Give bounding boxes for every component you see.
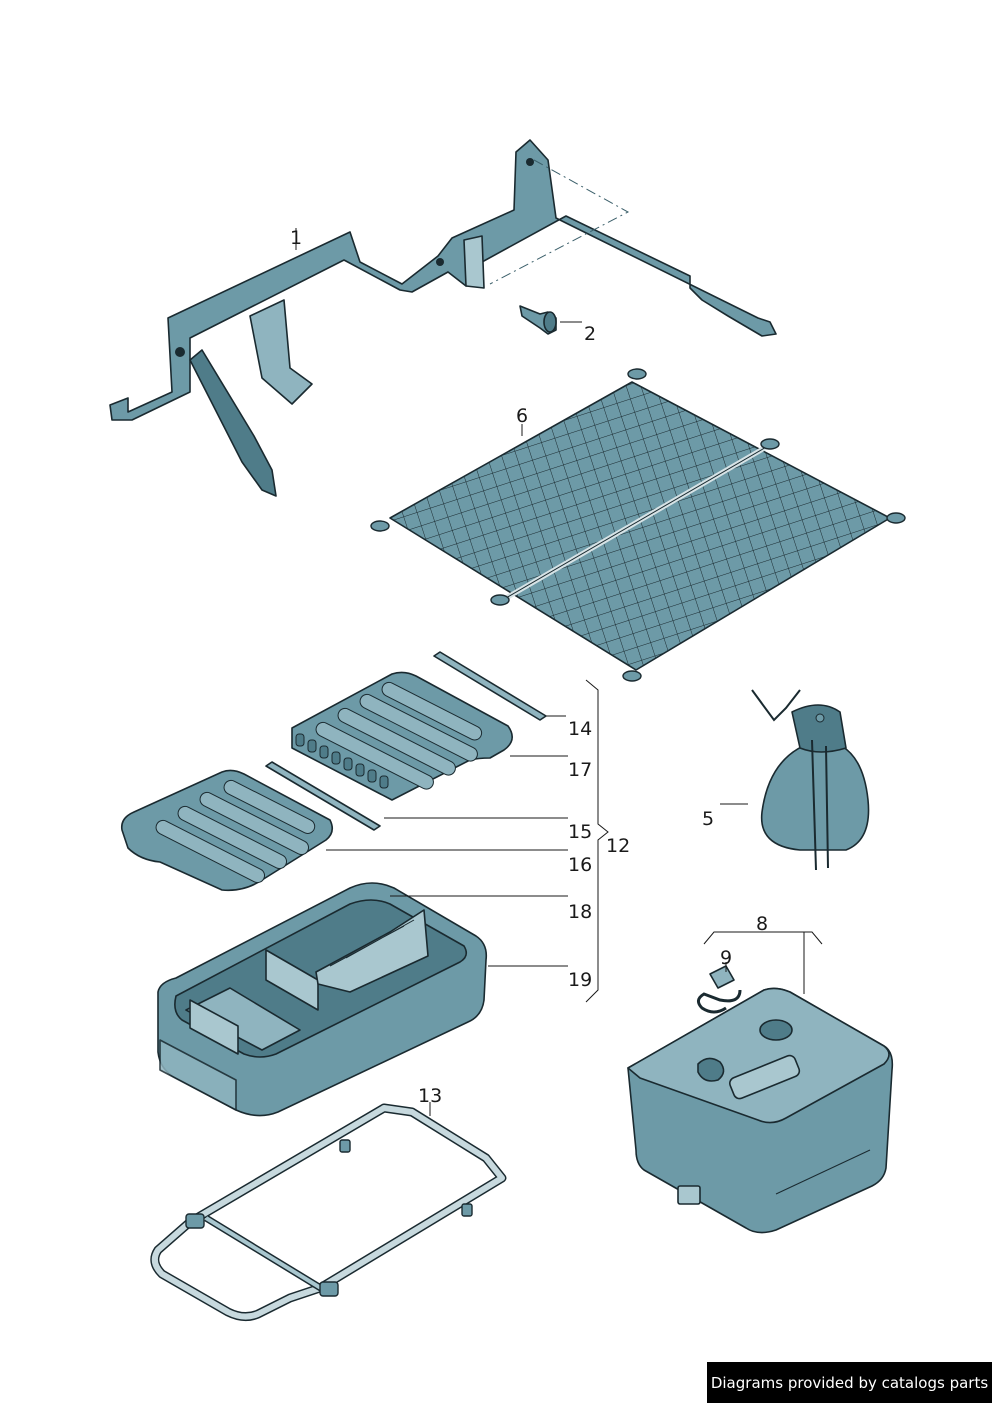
callout-8: 8	[756, 913, 768, 935]
part-18-insert	[315, 909, 429, 993]
part-13-frame	[150, 1103, 507, 1322]
callout-14: 14	[568, 718, 592, 740]
part-17-floor-plate	[291, 671, 513, 801]
callout-15: 15	[568, 821, 592, 843]
callout-2: 2	[584, 323, 596, 345]
callout-13: 13	[418, 1085, 442, 1107]
part-1-bracket	[109, 139, 777, 497]
callout-1: 1	[290, 227, 302, 249]
callout-6: 6	[516, 405, 528, 427]
callout-5: 5	[702, 808, 714, 830]
part-15-rod	[265, 761, 381, 831]
callout-labels: 1 2 5 6 8 9 12 13 14 15 16 17 18 19	[290, 227, 768, 1107]
leader-lines	[295, 228, 823, 1116]
part-8-cooler-box	[627, 987, 894, 1234]
callout-16: 16	[568, 854, 592, 876]
part-16-floor-plate	[120, 769, 334, 892]
part-6-cargo-net	[370, 368, 906, 682]
part-5-bag	[751, 689, 870, 871]
callout-19: 19	[568, 969, 592, 991]
credit-badge: Diagrams provided by catalogs parts	[707, 1362, 992, 1403]
part-2-screw	[519, 305, 557, 335]
part-19-tray	[157, 882, 488, 1117]
callout-17: 17	[568, 759, 592, 781]
part-9-cable	[697, 965, 742, 1014]
callout-9: 9	[720, 947, 732, 969]
callout-12: 12	[606, 835, 630, 857]
callout-18: 18	[568, 901, 592, 923]
